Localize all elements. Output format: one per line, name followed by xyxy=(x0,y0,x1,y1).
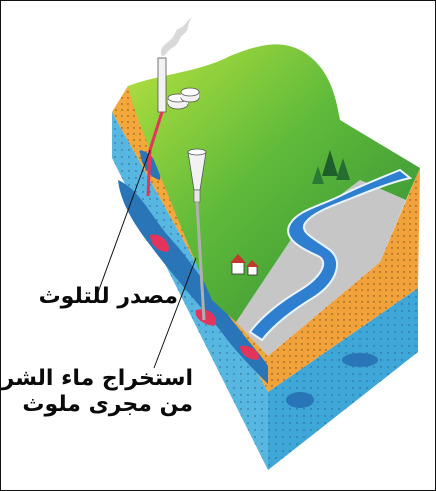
label-drinking-water-extraction: استخراج ماء الشرب من مجرى ملوث xyxy=(0,366,193,419)
pointer-line xyxy=(153,257,197,369)
aquifer-channel xyxy=(118,180,268,384)
aquifer-pocket xyxy=(286,392,314,408)
pointer-line xyxy=(95,149,151,299)
pollution-plume xyxy=(150,234,169,252)
aquifer-pocket xyxy=(342,353,378,367)
label-pollution-source: مصدر للتلوث xyxy=(8,284,178,310)
pollution-plume xyxy=(240,345,259,360)
factory-chimney xyxy=(157,57,167,113)
tree xyxy=(312,166,324,184)
river xyxy=(248,168,413,342)
tree xyxy=(322,150,338,176)
label-text: استخراج ماء الشرب xyxy=(0,366,193,391)
tree xyxy=(336,158,350,180)
house xyxy=(231,261,245,275)
well-pipe xyxy=(195,201,206,321)
label-text: مصدر للتلوث xyxy=(38,284,178,309)
pollution-plume xyxy=(195,309,216,326)
smoke xyxy=(160,18,192,56)
house xyxy=(247,265,258,276)
label-text: من مجرى ملوث xyxy=(22,392,193,418)
